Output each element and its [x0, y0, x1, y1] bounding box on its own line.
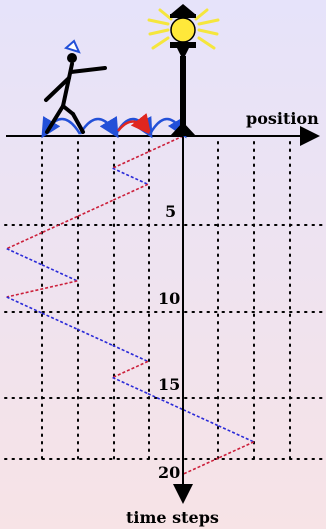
walk-step [41, 264, 78, 282]
hop-arc-red [117, 113, 152, 135]
walk-step [182, 457, 219, 475]
walk-step [6, 296, 43, 314]
walk-step [6, 247, 43, 266]
walk-step [182, 408, 219, 427]
walk-step [218, 425, 255, 443]
walk-step [112, 376, 149, 395]
time-axis-label: time steps [126, 508, 219, 527]
walk-step [76, 199, 113, 218]
walk-step [112, 360, 149, 379]
hat-icon [63, 39, 81, 54]
position-axis-label: position [246, 109, 319, 128]
walk-step [112, 167, 149, 186]
walk-step [112, 344, 149, 363]
walk-step [112, 183, 149, 202]
walk-step [76, 328, 113, 347]
tick-label-5: 5 [165, 202, 176, 221]
walker-icon [44, 39, 107, 134]
walk-step [41, 215, 78, 234]
lamp-icon [147, 4, 220, 136]
walk-step [147, 135, 184, 153]
walk-step [218, 441, 255, 459]
walk-step [6, 231, 43, 250]
hop-arc [78, 115, 119, 139]
dotted-grid [4, 141, 323, 463]
walk-step [41, 312, 78, 330]
hop-arcs [41, 113, 187, 139]
walk-step [112, 151, 149, 169]
walk-path [6, 135, 255, 475]
walk-step [6, 280, 78, 298]
tick-label-10: 10 [158, 289, 180, 308]
tick-label-15: 15 [158, 375, 180, 394]
walk-step [147, 392, 184, 411]
tick-label-20: 20 [158, 463, 180, 482]
